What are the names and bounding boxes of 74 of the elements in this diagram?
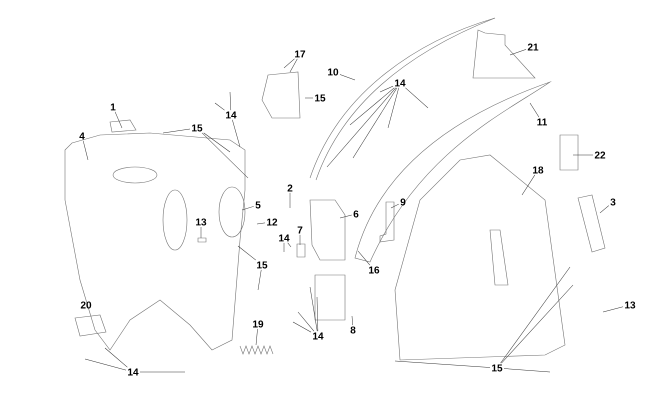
leader-line [326, 88, 396, 168]
leader-line [600, 205, 610, 214]
callout-number: 15 [315, 94, 326, 102]
leader-line [572, 154, 594, 156]
leader-line [290, 58, 298, 72]
leader-line [238, 246, 256, 260]
leader-line [203, 132, 230, 152]
leader-line [256, 328, 258, 346]
leader-line [114, 112, 122, 128]
leader-line [288, 242, 292, 248]
leader-line [500, 266, 570, 364]
callout-number: 12 [267, 218, 278, 226]
callout-number: 11 [537, 118, 548, 126]
leader-line [350, 88, 394, 126]
leader-line [380, 86, 394, 92]
leader-line [162, 128, 190, 134]
leader-line [230, 92, 232, 110]
leader-line [510, 49, 526, 56]
leader-line [214, 102, 225, 110]
leader-line [316, 296, 318, 332]
leader-line [394, 360, 490, 368]
leader-line [501, 284, 574, 364]
callout-number: 18 [533, 166, 544, 174]
callout-number: 9 [400, 198, 406, 206]
callout-number: 13 [625, 301, 636, 309]
leader-line [256, 222, 266, 224]
callout-number: 22 [594, 152, 606, 158]
callout-number: 2 [288, 184, 292, 192]
leader-line [530, 102, 540, 118]
callout-number: 4 [79, 132, 85, 140]
callout-number: 14 [395, 80, 406, 86]
callout-number: 15 [257, 262, 268, 268]
callout-number: 8 [350, 326, 356, 334]
callout-number: 14 [128, 368, 138, 376]
leader-line [388, 88, 399, 128]
callout-number: 10 [328, 68, 338, 76]
callout-number: 16 [369, 266, 380, 274]
leader-line [310, 286, 318, 332]
leader-line [292, 322, 312, 332]
leader-line [200, 226, 202, 238]
leader-line [84, 358, 126, 370]
callout-number: 7 [298, 226, 302, 234]
leader-line [82, 140, 88, 160]
leader-line [298, 312, 314, 332]
callout-number: 3 [610, 198, 616, 206]
leader-line [352, 88, 398, 158]
callout-number: 19 [253, 320, 264, 328]
callout-number: 14 [279, 234, 290, 242]
leader-line [352, 316, 353, 326]
callout-number: 20 [80, 301, 92, 309]
callout-number: 1 [110, 104, 116, 110]
callout-number: 17 [295, 50, 306, 58]
leader-line [504, 368, 550, 372]
leader-line [390, 204, 400, 208]
leader-line [232, 120, 240, 148]
callout-number: 15 [492, 364, 502, 372]
callout-number: 14 [226, 112, 236, 118]
callout-number: 6 [354, 210, 358, 218]
callout-number: 5 [256, 202, 260, 208]
leader-line [104, 348, 128, 368]
leader-line [340, 74, 356, 80]
callout-number: 21 [528, 44, 538, 50]
callout-number: 14 [313, 332, 324, 340]
leader-line [202, 132, 248, 178]
leader-line [284, 58, 295, 68]
callout-number: 13 [196, 218, 206, 226]
leader-line [340, 214, 352, 218]
leader-line [258, 270, 262, 290]
leader-line [405, 88, 428, 108]
leader-line [358, 250, 370, 266]
leader-line [242, 206, 254, 210]
leader-line [522, 174, 536, 196]
callout-number: 15 [192, 124, 202, 132]
leader-line [602, 306, 624, 312]
